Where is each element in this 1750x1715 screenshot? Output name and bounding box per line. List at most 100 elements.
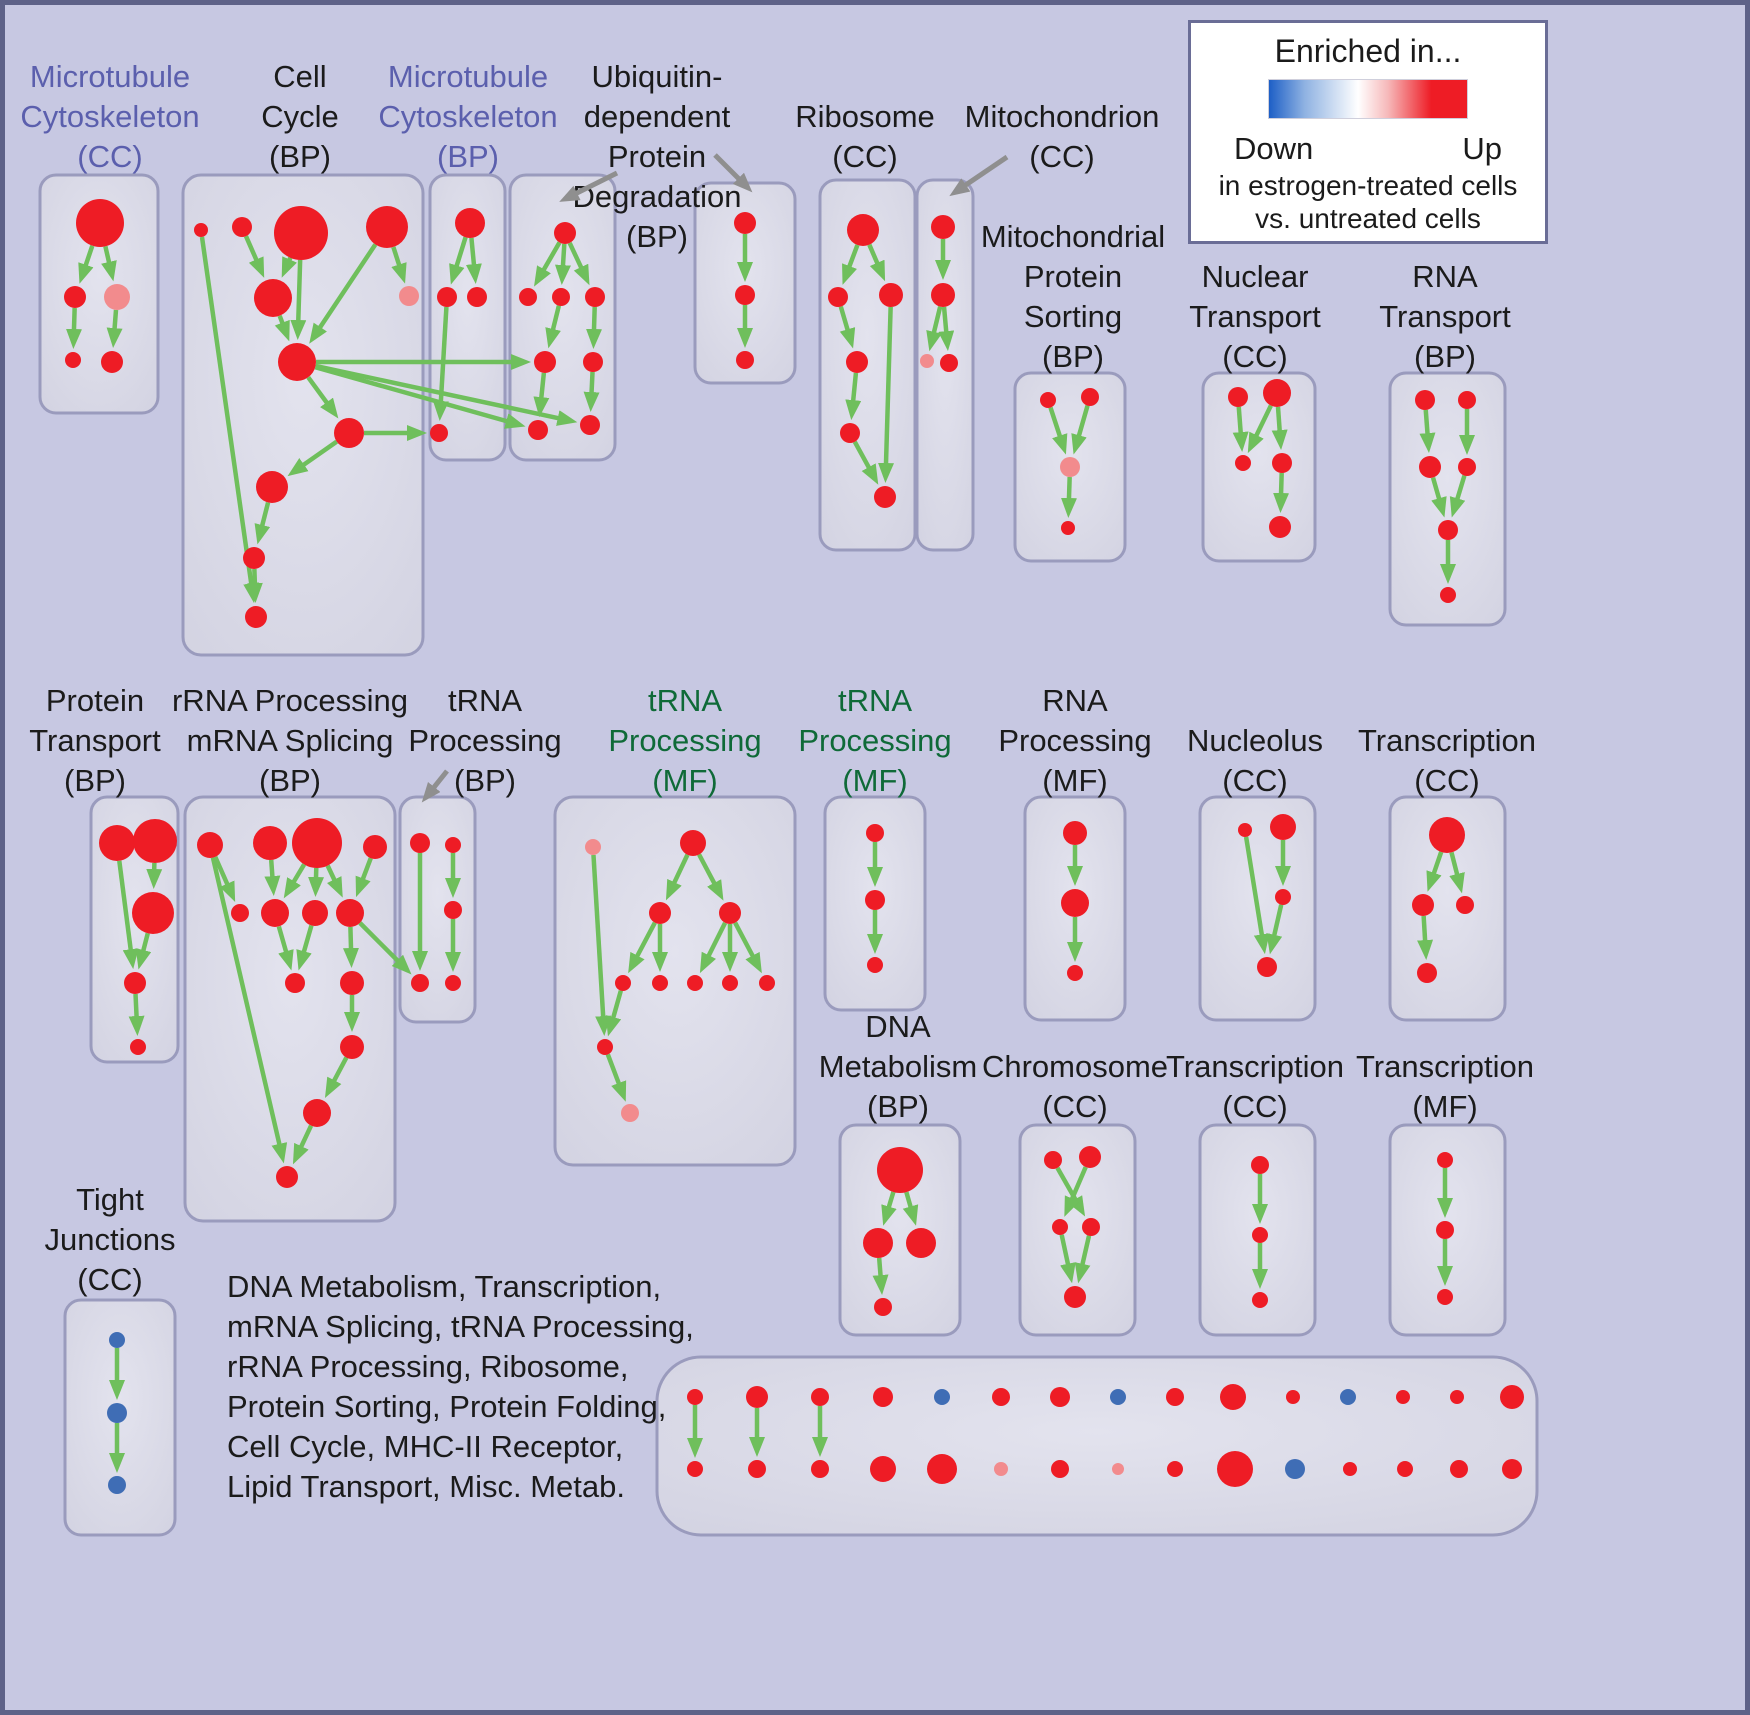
gene-node-red — [1252, 1292, 1268, 1308]
legend-up-label: Up — [1462, 131, 1502, 166]
edge-arrow — [296, 924, 314, 971]
edge-arrow — [243, 235, 265, 278]
gene-node-red — [759, 975, 775, 991]
gene-node-red — [840, 423, 860, 443]
gene-node-pink — [920, 354, 934, 368]
gene-node-red — [940, 354, 958, 372]
gene-node-red — [1456, 896, 1474, 914]
gene-node-red — [285, 973, 305, 993]
edge-arrow — [1417, 915, 1434, 961]
gene-node-red — [1270, 814, 1296, 840]
gene-node-red — [585, 287, 605, 307]
gene-node-red — [1052, 1219, 1068, 1235]
gene-node-red — [687, 1461, 703, 1477]
edge-arrow — [1059, 1234, 1076, 1284]
cluster-label-transcription-cc-1: Transcription(CC) — [1358, 723, 1536, 798]
gene-node-red — [873, 1387, 893, 1407]
gene-node-red — [1429, 817, 1465, 853]
edge-arrow — [1074, 1235, 1092, 1284]
cluster-label-ribosome-cc: Ribosome(CC) — [795, 99, 935, 174]
gene-node-red — [1269, 516, 1291, 538]
gene-node-red — [597, 1039, 613, 1055]
edge-arrow — [872, 1257, 889, 1296]
gene-node-red — [64, 286, 86, 308]
gene-node-red — [583, 352, 603, 372]
gene-node-red — [1450, 1390, 1464, 1404]
gene-node-red — [1417, 963, 1437, 983]
gene-node-red — [1458, 458, 1476, 476]
gene-node-red — [1252, 1227, 1268, 1243]
gene-node-red — [334, 418, 364, 448]
gene-node-red — [278, 343, 316, 381]
edge-arrow — [842, 244, 860, 285]
gene-node-blue — [1340, 1389, 1356, 1405]
gene-node-red — [1051, 1460, 1069, 1478]
gene-node-red — [130, 1039, 146, 1055]
gene-node-red — [340, 971, 364, 995]
edge-arrow — [276, 925, 294, 971]
label-pointer-arrow — [949, 154, 1009, 197]
edge-arrow — [306, 375, 339, 419]
edge-arrow — [1266, 904, 1284, 955]
gene-node-red — [1437, 1289, 1453, 1305]
gene-node-red — [1343, 1462, 1357, 1476]
gene-node-red — [847, 214, 879, 246]
gene-node-red — [254, 279, 292, 317]
edge-arrow — [881, 1191, 897, 1226]
gene-node-red — [1220, 1384, 1246, 1410]
gene-node-red — [1061, 889, 1089, 917]
gene-node-red — [243, 547, 265, 569]
edge-arrow — [1071, 405, 1090, 455]
edge-arrow — [1449, 851, 1465, 894]
gene-node-red — [1263, 379, 1291, 407]
annotation-arrows-layer — [421, 153, 1009, 803]
edge-arrow — [845, 372, 862, 421]
legend-context-line-2: vs. untreated cells — [1255, 203, 1481, 234]
cluster-box-ubiquitin-degradation-1 — [508, 173, 617, 462]
gene-node-red — [1067, 965, 1083, 981]
gene-node-red — [1415, 390, 1435, 410]
gene-node-red — [1419, 456, 1441, 478]
gene-node-red — [363, 835, 387, 859]
cluster-box-rna-transport-bp — [1388, 371, 1507, 627]
edge-arrow — [1064, 1166, 1088, 1217]
gene-node-red — [748, 1460, 766, 1478]
edges-layer — [65, 234, 1475, 1473]
edge-arrow — [1232, 406, 1249, 453]
gene-node-red — [528, 420, 548, 440]
gene-node-red — [124, 972, 146, 994]
gene-node-red — [302, 900, 328, 926]
edge-arrow — [292, 1124, 314, 1165]
nodes-layer — [64, 199, 1524, 1494]
caption-line: DNA Metabolism, Transcription, — [227, 1269, 662, 1304]
label-pointer-arrow — [421, 769, 449, 803]
gene-node-red — [1397, 1461, 1413, 1477]
gene-node-pink — [399, 286, 419, 306]
edge-arrow — [628, 921, 657, 974]
edge-arrow — [1060, 476, 1077, 519]
gene-node-blue — [1285, 1459, 1305, 1479]
label-pointer-arrow — [713, 153, 753, 193]
gene-node-red — [874, 1298, 892, 1316]
gene-node-red — [1251, 1156, 1269, 1174]
gene-node-pink — [994, 1462, 1008, 1476]
gene-node-blue — [109, 1332, 125, 1348]
edge-arrow — [324, 1056, 349, 1098]
caption-line: Protein Sorting, Protein Folding, — [227, 1389, 667, 1424]
gene-node-red — [1082, 1218, 1100, 1236]
edge-arrow — [199, 236, 260, 604]
edge-arrow — [264, 859, 281, 897]
edge-arrow — [605, 1053, 627, 1102]
gene-node-red — [411, 974, 429, 992]
edge-arrow — [555, 243, 571, 286]
edge-arrow — [391, 246, 407, 284]
gene-node-red — [101, 351, 123, 373]
gene-node-red — [534, 351, 556, 373]
gene-node-red — [615, 975, 631, 991]
edge-arrow — [358, 921, 412, 975]
